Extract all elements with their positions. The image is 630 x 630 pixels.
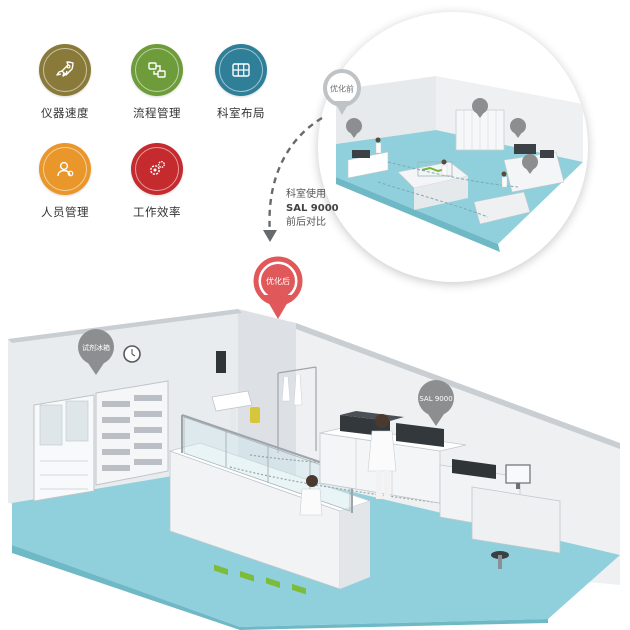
lab-technician (299, 475, 323, 516)
layout-grid-icon (215, 44, 267, 96)
comparison-line1: 科室使用 (286, 189, 326, 200)
reagent-fridge-pin: 试剂冰箱 (78, 329, 114, 375)
after-pin: 优化后 (253, 256, 303, 319)
category-work-efficiency[interactable]: 工作效率 (112, 143, 202, 220)
category-label: 科室布局 (217, 106, 265, 120)
rocket-icon (39, 44, 91, 96)
analyzer-pin-label: SAL 9000 (419, 395, 452, 403)
before-pin: 优化前 (323, 69, 361, 115)
gear-icon (131, 143, 183, 195)
fridge-pin-label: 试剂冰箱 (82, 343, 110, 352)
category-instrument-speed[interactable]: 仪器速度 (20, 44, 110, 121)
category-process-management[interactable]: 流程管理 (112, 44, 202, 121)
map-pin-icon (510, 118, 526, 138)
user-icon (39, 143, 91, 195)
category-personnel-management[interactable]: 人员管理 (20, 143, 110, 220)
before-optimization-view (318, 12, 588, 282)
flow-icon (131, 44, 183, 96)
map-pin-icon (346, 118, 362, 138)
monitor-icon (505, 464, 531, 484)
analyzer-pin: SAL 9000 (418, 380, 454, 426)
comparison-model: SAL 9000 (286, 203, 339, 214)
after-pin-label: 优化后 (266, 276, 290, 286)
comparison-caption: 科室使用 SAL 9000 前后对比 (286, 188, 350, 230)
after-optimization-scene: 试剂冰箱 SAL 9000 优化后 (8, 256, 620, 630)
category-label: 工作效率 (133, 205, 181, 219)
before-pin-label: 优化前 (330, 84, 354, 94)
map-pin-icon (522, 154, 538, 174)
category-department-layout[interactable]: 科室布局 (196, 44, 286, 121)
category-label: 人员管理 (41, 205, 89, 219)
comparison-line3: 前后对比 (286, 217, 326, 228)
map-pin-icon (472, 98, 488, 118)
category-label: 流程管理 (133, 106, 181, 120)
category-label: 仪器速度 (41, 106, 89, 120)
lab-technician (367, 414, 397, 499)
dashed-arrow (263, 116, 323, 242)
